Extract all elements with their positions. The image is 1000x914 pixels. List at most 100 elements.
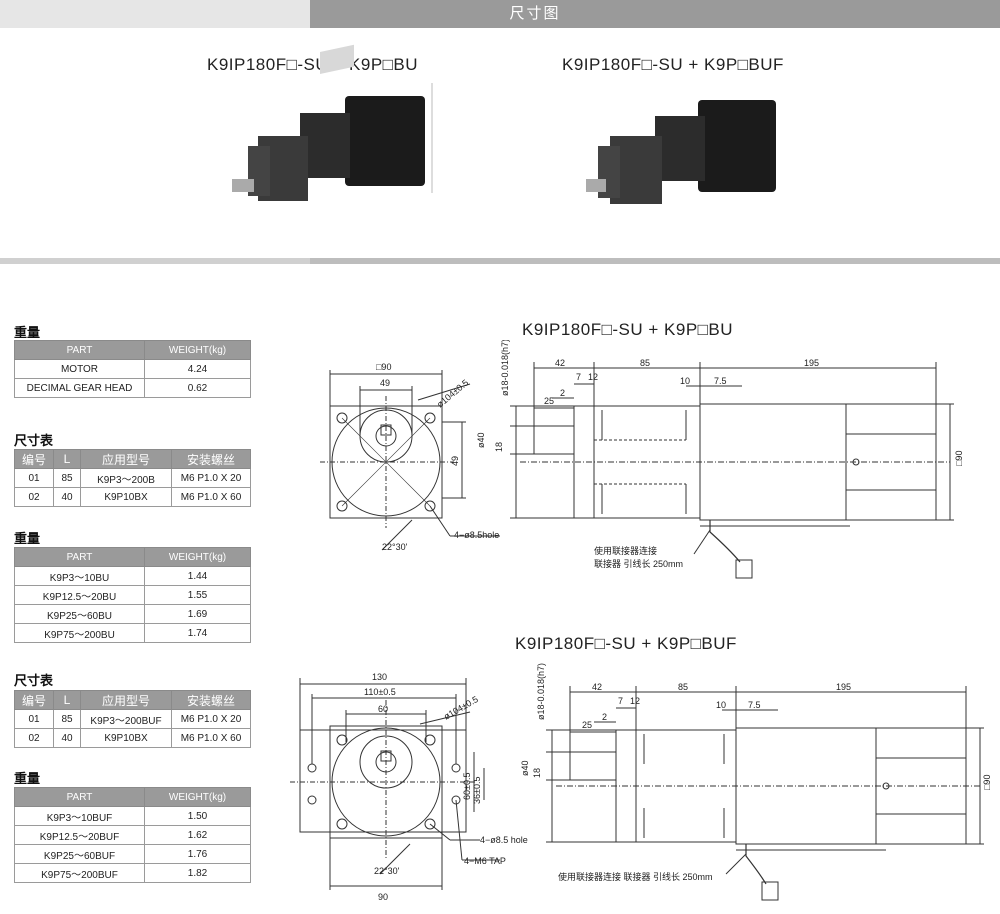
dim-label: 4−ø8.5 hole — [480, 835, 528, 845]
cell: 1.44 — [144, 566, 251, 586]
col-screw: 安装螺丝 — [171, 690, 251, 710]
motor-photo-2 — [586, 100, 776, 204]
dim-label: 49 — [380, 378, 390, 388]
cell: K9P3～10BU — [14, 566, 145, 586]
dim-label: 2 — [602, 712, 607, 722]
drawing-title-1: K9IP180F□-SU + K9P□BU — [522, 320, 734, 339]
hole-icon — [424, 500, 436, 512]
col-l: L — [53, 449, 81, 469]
dim-label: ø40 — [520, 760, 530, 776]
cell: 1.74 — [144, 623, 251, 643]
dim-label: 195 — [836, 682, 851, 692]
connector-icon — [735, 559, 753, 579]
cell: M6 P1.0 X 60 — [171, 487, 251, 507]
dim-title-1: 尺寸表 — [14, 433, 54, 448]
cell: 1.69 — [144, 604, 251, 624]
cell: K9P25～60BU — [14, 604, 145, 624]
col-part: PART — [14, 340, 145, 360]
product-title-2: K9IP180F□-SU + K9P□BUF — [562, 55, 784, 74]
cell: K9P12.5～20BU — [14, 585, 145, 605]
product-photo-area: K9IP180F□-SU + K9P□BU K9IP180F□-SU + K9P… — [0, 28, 1000, 258]
dim-label: 10 — [680, 376, 690, 386]
col-screw: 安装螺丝 — [171, 449, 251, 469]
note-text: 使用联接器连接 联接器 引线长 250mm — [558, 871, 713, 882]
cell: 4.24 — [144, 359, 251, 379]
dim-label: 42 — [555, 358, 565, 368]
cell: K9P75～200BUF — [14, 863, 145, 883]
tap-icon — [451, 763, 461, 773]
dim-label: 22°30' — [382, 542, 408, 552]
col-model: 应用型号 — [80, 690, 172, 710]
cell: K9P12.5～20BUF — [14, 825, 145, 845]
dim-label: 10 — [716, 700, 726, 710]
dim-label: □90 — [376, 362, 391, 372]
cell: K9P25～60BUF — [14, 844, 145, 864]
cell: 01 — [14, 468, 54, 488]
hole-icon — [336, 818, 348, 830]
dim-label: 12 — [588, 372, 598, 382]
cell: 1.62 — [144, 825, 251, 845]
cell: 02 — [14, 487, 54, 507]
cell: 1.76 — [144, 844, 251, 864]
cell: 1.82 — [144, 863, 251, 883]
hole-icon — [336, 734, 348, 746]
cell: K9P10BX — [80, 728, 172, 748]
dim-label: 42 — [592, 682, 602, 692]
header-bar-right — [310, 0, 1000, 28]
dim-label: 7 — [618, 696, 623, 706]
cell: DECIMAL GEAR HEAD — [14, 378, 145, 398]
dim-label: 36±0.5 — [472, 777, 482, 804]
weight-title-3: 重量 — [14, 771, 41, 786]
col-weight: WEIGHT(kg) — [144, 340, 251, 360]
header-bar-left — [0, 0, 310, 28]
dim-label: 60±0.5 — [462, 773, 472, 800]
page-title: 尺寸图 — [509, 5, 561, 22]
dim-label: 85 — [640, 358, 650, 368]
cell: 1.55 — [144, 585, 251, 605]
dim-label: ø40 — [476, 432, 486, 448]
dim-label: 130 — [372, 672, 387, 682]
section-separator — [0, 258, 1000, 264]
dim-label: 4−M6 TAP — [464, 856, 506, 866]
separator-left — [0, 258, 310, 264]
cell: K9P75～200BU — [14, 623, 145, 643]
drawing-2: 130 110±0.5 60 ø104±0.5 60±0.5 36±0.5 4−… — [290, 663, 992, 902]
dim-label: 2 — [560, 388, 565, 398]
hole-icon — [424, 412, 436, 424]
cell: K9P3～200B — [80, 468, 172, 488]
dim-title-2: 尺寸表 — [14, 673, 54, 688]
cell: 40 — [53, 487, 81, 507]
drawing-title-2: K9IP180F□-SU + K9P□BUF — [515, 634, 737, 653]
col-no: 编号 — [14, 449, 54, 469]
tap-icon — [307, 763, 317, 773]
cell: M6 P1.0 X 60 — [171, 728, 251, 748]
separator-right — [310, 258, 1000, 264]
cell: 40 — [53, 728, 81, 748]
cell: K9P3～200BUF — [80, 709, 172, 729]
side-shaft — [533, 425, 575, 455]
col-model: 应用型号 — [80, 449, 172, 469]
note-text: 使用联接器连接 — [594, 545, 657, 556]
dim-label: 18 — [532, 768, 542, 778]
note-text: 联接器 引线长 250mm — [594, 558, 683, 569]
col-no: 编号 — [14, 690, 54, 710]
dim-label: 7 — [576, 372, 581, 382]
dim-label: ø18-0.018(h7) — [500, 340, 510, 396]
dim-label: 60 — [378, 704, 388, 714]
dim-label: 18 — [494, 442, 504, 452]
cell: K9P3～10BUF — [14, 806, 145, 826]
